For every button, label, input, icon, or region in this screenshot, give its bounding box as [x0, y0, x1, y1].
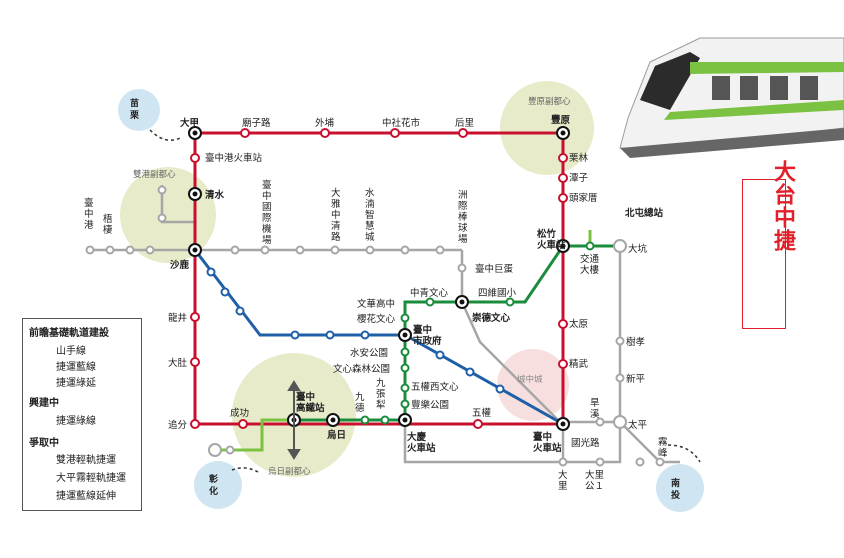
district-chengzhong: [497, 349, 569, 421]
legend-item-blue: 捷運藍線: [56, 360, 96, 373]
station-transit-tower: 交通大樓: [580, 253, 600, 276]
station-xinping: 新平: [626, 373, 646, 385]
station-songzhu: 松竹火車站: [537, 228, 566, 251]
station-shalu: 沙鹿: [170, 259, 190, 271]
legend-item-grey-3: 捷運藍線延伸: [56, 489, 116, 502]
hsr-arrow: [287, 380, 301, 460]
district-label-wuri: 烏日副都心: [268, 466, 311, 477]
legend-heading-2: 興建中: [29, 396, 59, 409]
station-wenxin-forest: 文心森林公園: [333, 363, 390, 375]
legend-item-green: 捷運綠線: [56, 414, 96, 427]
station-houli: 后里: [455, 118, 474, 129]
station-shuxiao: 樹孝: [626, 336, 646, 348]
district-label-shuanggang: 雙港副都心: [133, 169, 176, 180]
train-image: [619, 37, 844, 158]
station-daqing: 大慶火車站: [407, 431, 436, 454]
city-miaoli: [118, 89, 160, 131]
station-beitun: 北屯總站: [625, 207, 664, 219]
station-tanzi: 潭子: [569, 172, 589, 184]
station-dadu: 大肚: [168, 357, 188, 369]
taiping-terminal: [613, 415, 627, 429]
district-fengyuan: [500, 81, 594, 175]
station-wuquan: 五權: [472, 407, 492, 419]
station-taichung: 臺中火車站: [533, 431, 562, 454]
station-zhuifen: 追分: [168, 419, 188, 431]
station-fengyuan: 豐原: [551, 114, 571, 126]
station-guoguang: 國光路: [571, 437, 600, 449]
city-label-nantou-2: 投: [671, 489, 680, 501]
city-label-miaoli-1: 苗: [130, 97, 139, 109]
station-toujiacuo: 頭家厝: [569, 192, 598, 204]
dakeng-terminal: [613, 239, 627, 253]
green-stations: [360, 241, 595, 425]
station-chongde: 崇德文心: [472, 312, 511, 324]
red-stations: [190, 128, 568, 429]
blue-stations: [206, 267, 505, 394]
station-dali: 大里: [558, 469, 568, 492]
station-fuxi: 旱溪: [590, 398, 600, 420]
legend-item-red: 山手線: [56, 344, 86, 357]
city-label-nantou-1: 南: [671, 477, 680, 489]
district-label-fengyuan: 豐原副都心: [528, 96, 571, 107]
station-wufeng: 霧峰: [658, 437, 668, 459]
station-shuian: 水安公園: [350, 347, 388, 359]
station-dali-park: 大里公１: [585, 469, 604, 492]
station-longjing: 龍井: [168, 312, 187, 324]
station-jiude: 九德: [355, 391, 365, 414]
station-jingwu: 精武: [569, 358, 589, 370]
city-label-changhua-2: 化: [209, 485, 218, 497]
station-dajia: 大甲: [180, 117, 199, 129]
station-waipu: 外埔: [315, 117, 335, 129]
station-lilin: 栗林: [569, 152, 589, 164]
station-chenggong: 成功: [230, 407, 249, 419]
station-qingshui: 清水: [205, 189, 225, 201]
vertical-title: 大台中捷: [770, 160, 795, 252]
station-jupig: 臺中巨蛋: [475, 263, 514, 275]
station-daya: 大雅中清路: [331, 187, 341, 243]
station-zhongshe: 中社花市: [382, 117, 421, 129]
legend-item-grey-2: 大平霧輕軌捷運: [56, 471, 126, 484]
station-baseball: 洲際棒球場: [458, 190, 468, 245]
legend: [22, 318, 142, 511]
station-shuinan: 水湳智慧城: [365, 187, 375, 243]
city-changhua: [194, 461, 242, 509]
city-nantou: [656, 464, 704, 512]
legend-item-grey: 雙港輕軌捷運: [56, 453, 116, 466]
grey-stations: [85, 185, 665, 467]
station-dakeng: 大坑: [628, 243, 648, 255]
station-yinghua: 櫻花文心: [357, 313, 396, 325]
multiline-labels: 臺中港 梧棲 臺中國際機場 大雅中清路 水湳智慧城 洲際棒球場 松竹火車站 臺中…: [84, 179, 668, 492]
station-fengle: 豐樂公園: [411, 399, 449, 411]
station-harbor: 臺中港: [84, 197, 94, 231]
station-wuquan-west: 五權西文心: [411, 381, 459, 393]
station-wuri: 烏日: [327, 429, 346, 441]
legend-item-green-ext: 捷運綠延: [56, 376, 96, 389]
station-airport: 臺中國際機場: [262, 179, 272, 246]
interchange-dots: [192, 130, 566, 427]
station-mazilu: 廟子路: [242, 117, 271, 129]
legend-heading-3: 爭取中: [29, 436, 59, 449]
station-cityhall: 臺中市政府: [413, 324, 442, 347]
station-jiuzhang: 九張犁: [376, 377, 386, 411]
district-label-chengzhong: 城中城: [517, 374, 543, 385]
station-sixwei: 四維國小: [478, 287, 517, 299]
station-wuqi: 梧棲: [103, 213, 113, 236]
city-label-changhua-1: 彰: [209, 473, 218, 485]
legend-heading-1: 前瞻基礎軌道建設: [29, 326, 110, 339]
changhua-terminal: [208, 443, 222, 457]
city-arrows: [149, 129, 701, 473]
title-frame: [742, 179, 786, 329]
city-label-miaoli-2: 栗: [130, 110, 139, 121]
station-taiyuan: 太原: [569, 318, 588, 330]
station-taiping: 太平: [628, 419, 648, 431]
station-harbor-station: 臺中港火車站: [205, 152, 263, 164]
station-hsr: 臺中高鐵站: [296, 391, 325, 414]
station-wenhua: 文華高中: [357, 298, 395, 310]
station-zhongqing: 中青文心: [410, 287, 449, 299]
